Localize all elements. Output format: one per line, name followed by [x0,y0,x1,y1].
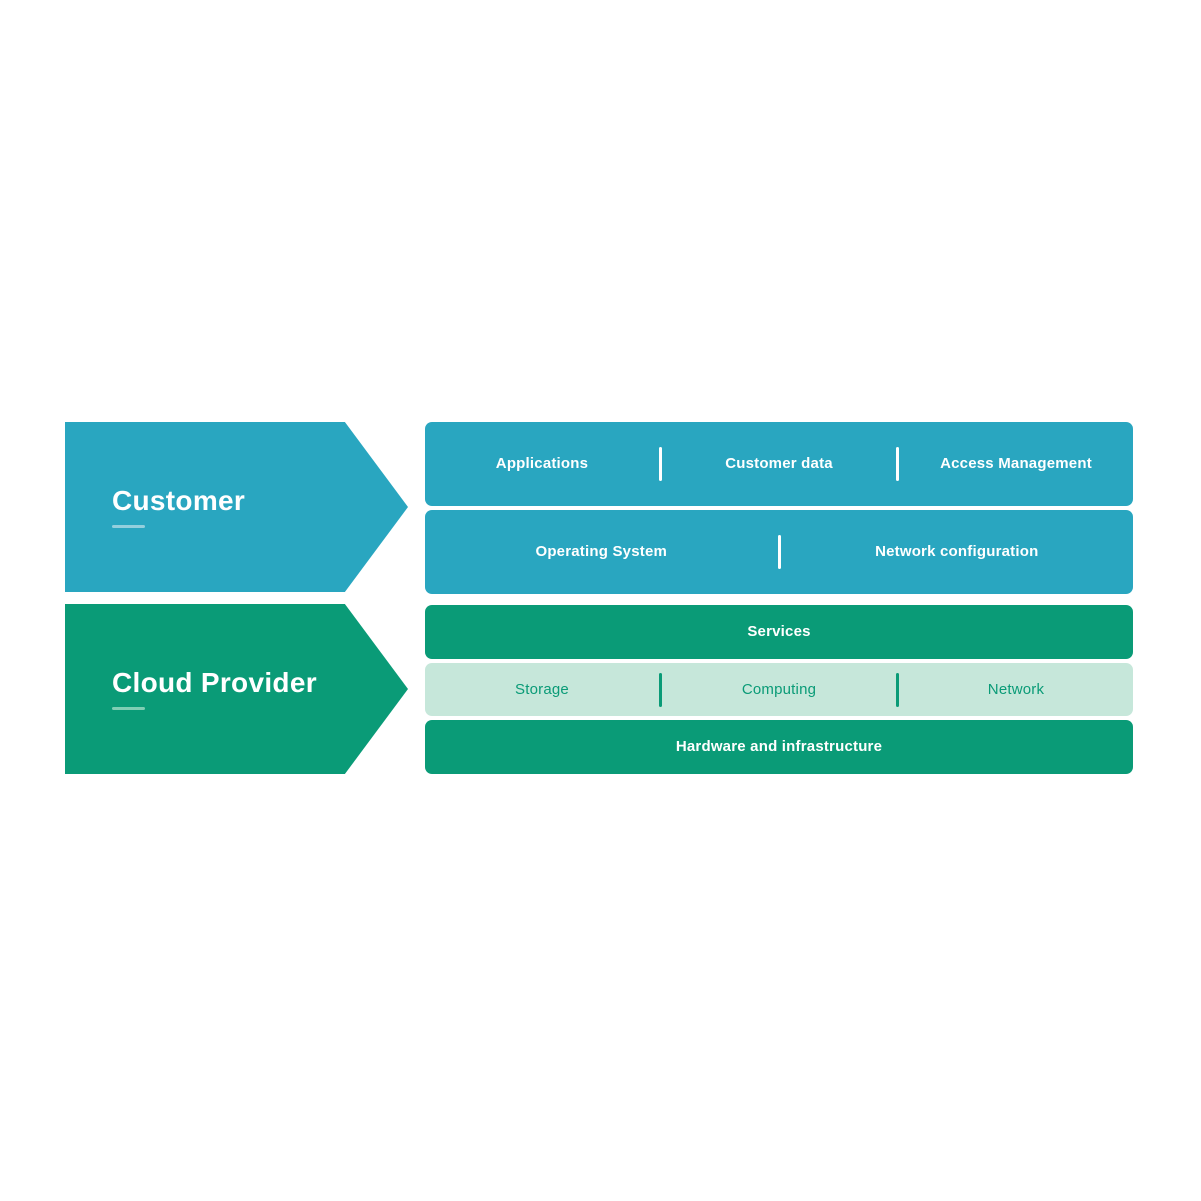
cloud-provider-underline-decoration [112,706,145,710]
cell-storage: Storage [515,680,569,698]
divider [896,672,899,707]
cell-operating-system: Operating System [535,543,668,560]
customer-arrow: Customer [65,422,408,592]
provider-row-services: Services [425,605,1133,659]
cell-access-management: Access Management [940,455,1092,472]
customer-row-bottom: Operating System Network configuration [425,510,1133,594]
cell-hardware-and-infrastructure: Hardware and infrastructure [675,738,883,755]
divider [896,447,899,481]
divider [659,447,662,481]
divider [659,672,662,707]
cloud-provider-arrow-label: Cloud Provider [112,666,317,698]
cell-services: Services [747,623,811,640]
customer-underline-decoration [112,524,145,528]
provider-row-infrastructure: Storage Computing Network [425,663,1133,716]
cell-network-configuration: Network configuration [875,543,1039,560]
cell-customer-data: Customer data [725,455,833,472]
customer-arrow-label: Customer [112,484,246,516]
cloud-provider-arrow: Cloud Provider [65,604,408,774]
cell-network: Network [987,680,1045,698]
customer-row-top: Applications Customer data Access Manage… [425,422,1133,506]
cell-applications: Applications [495,455,589,472]
cell-computing: Computing [741,680,817,698]
provider-row-hardware: Hardware and infrastructure [425,720,1133,774]
divider [777,535,781,569]
